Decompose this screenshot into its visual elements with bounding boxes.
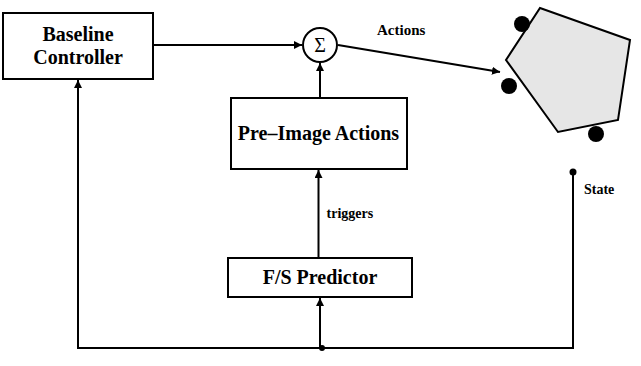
signal-arrow bbox=[318, 170, 320, 257]
node-label: Pre–Image Actions bbox=[238, 122, 399, 145]
finger-contact bbox=[514, 16, 530, 32]
node-label: Baseline Controller bbox=[4, 23, 152, 69]
state-feedback-line bbox=[78, 80, 573, 348]
state-feedback-branch bbox=[319, 298, 321, 348]
signal-arrow bbox=[319, 63, 321, 97]
node-label: F/S Predictor bbox=[263, 266, 378, 289]
controller-box: Baseline Controller bbox=[2, 12, 154, 80]
grasped-object bbox=[506, 8, 630, 132]
actions-arrow bbox=[338, 45, 500, 72]
state-label: State bbox=[582, 182, 616, 198]
actions-label: Actions bbox=[375, 22, 427, 39]
process-box: Pre–Image Actions bbox=[230, 97, 408, 170]
junction-dot bbox=[319, 345, 325, 351]
summing-junction: Σ bbox=[302, 27, 338, 63]
predictor-box: F/S Predictor bbox=[227, 257, 413, 298]
edge-label: triggers bbox=[325, 206, 376, 222]
signal-arrow bbox=[154, 44, 302, 46]
finger-contact bbox=[501, 78, 517, 94]
node-label: Σ bbox=[314, 34, 326, 57]
finger-contact bbox=[588, 126, 604, 142]
